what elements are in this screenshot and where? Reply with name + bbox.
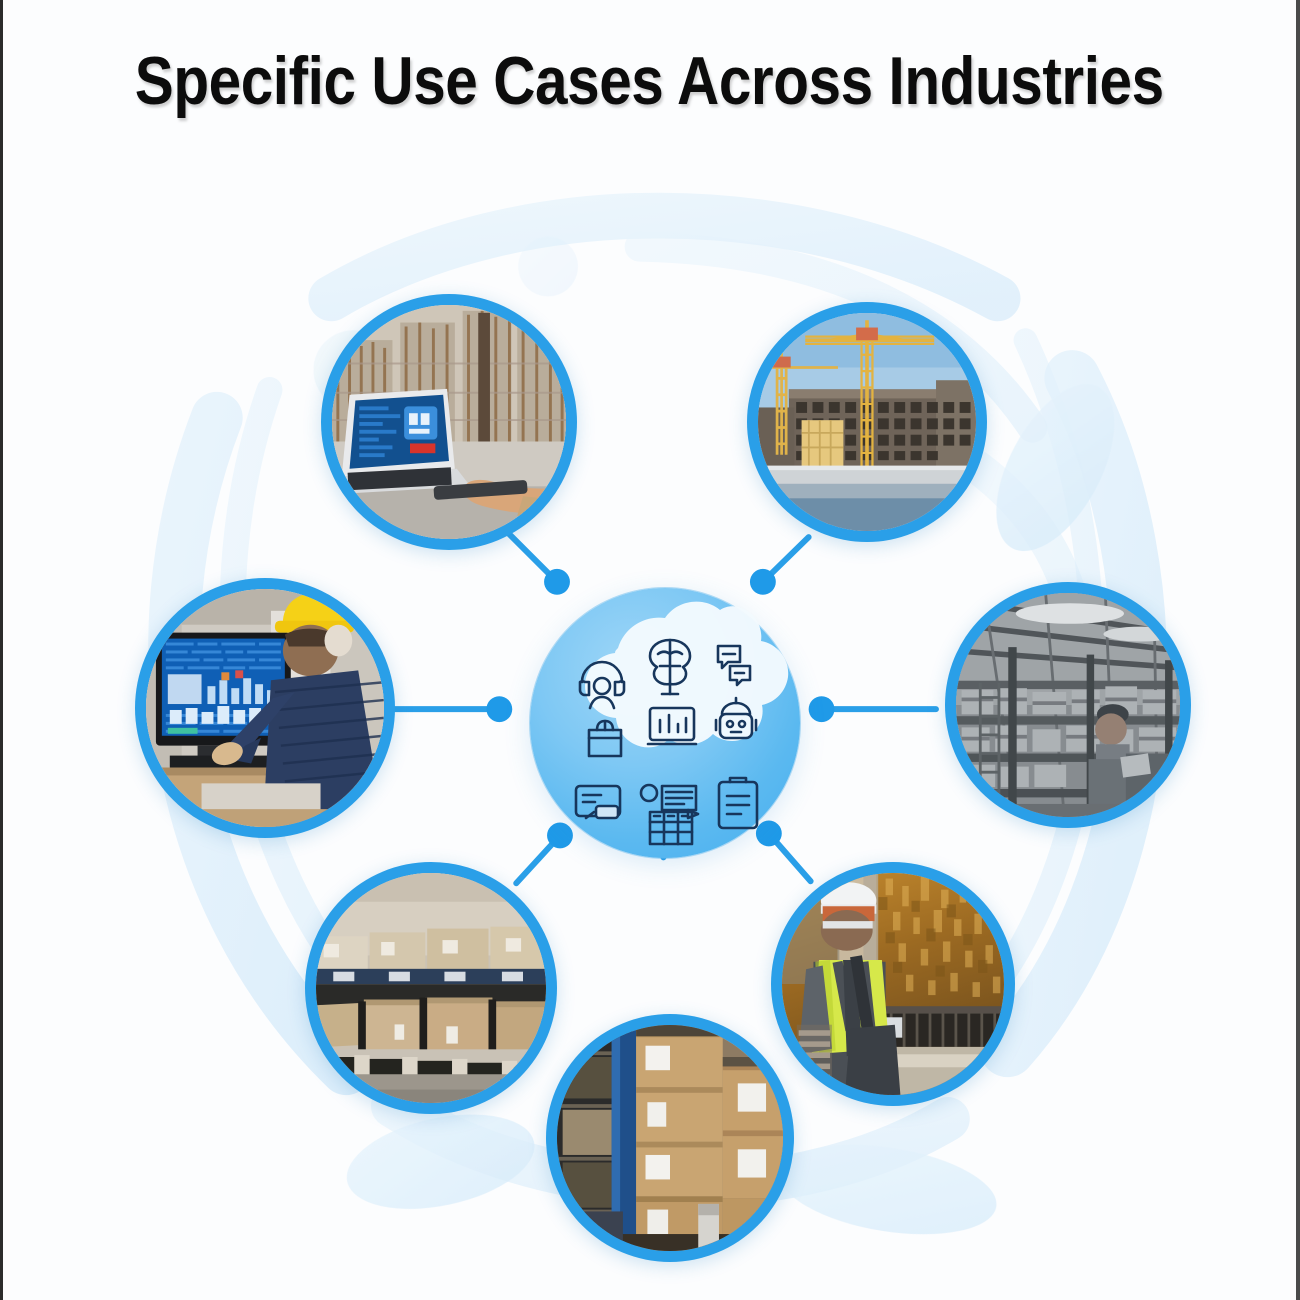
- spreadsheet-grid-icon: [648, 810, 694, 846]
- node-pallet-boxes-distribution[interactable]: [305, 862, 557, 1114]
- node-stacked-cartons-warehouse[interactable]: [546, 1014, 794, 1262]
- connector-lines: [387, 530, 939, 887]
- node-tower-crane-construction[interactable]: [747, 302, 987, 542]
- photo-stacked-cartons-warehouse: [557, 1025, 783, 1251]
- robot-assistant-icon: [714, 696, 758, 740]
- hub-icon-cluster: [574, 638, 759, 846]
- connector-dot-node-1: [749, 568, 776, 595]
- laptop-analytics-icon: [646, 706, 698, 746]
- node-touchscreen-hmi-operator[interactable]: [135, 578, 395, 838]
- photo-tower-crane-construction: [758, 313, 976, 531]
- node-industrial-warehouse-racking[interactable]: [945, 582, 1191, 828]
- photo-industrial-warehouse-racking: [956, 593, 1180, 817]
- chat-interface-icon: [574, 784, 622, 820]
- document-list-icon: [639, 783, 700, 820]
- node-laptop-at-construction-site[interactable]: [321, 294, 577, 550]
- brain-ai-network-icon: [648, 638, 692, 696]
- connector-dot-node-0: [544, 568, 570, 595]
- headset-support-agent-icon: [578, 660, 626, 710]
- connector-dot-node-5: [547, 822, 573, 849]
- connector-dot-node-2: [808, 696, 835, 723]
- hub-and-spoke-diagram: [3, 0, 1296, 1300]
- shopping-bag-icon: [587, 719, 623, 758]
- cloud-technology-hub[interactable]: [530, 588, 800, 858]
- photo-hi-vis-worker-inspection: [782, 873, 1004, 1095]
- page-title-container: Specific Use Cases Across Industries: [3, 46, 1296, 117]
- connector-dot-node-3: [755, 820, 782, 847]
- photo-pallet-boxes-distribution: [316, 873, 546, 1103]
- page-title: Specific Use Cases Across Industries: [135, 43, 1164, 119]
- connector-dot-node-6: [486, 696, 513, 723]
- photo-touchscreen-hmi-operator: [146, 589, 384, 827]
- clipboard-checklist-icon: [717, 776, 759, 830]
- photo-laptop-at-construction-site: [332, 305, 566, 539]
- chat-bubbles-icon: [716, 644, 752, 687]
- node-hi-vis-worker-inspection[interactable]: [771, 862, 1015, 1106]
